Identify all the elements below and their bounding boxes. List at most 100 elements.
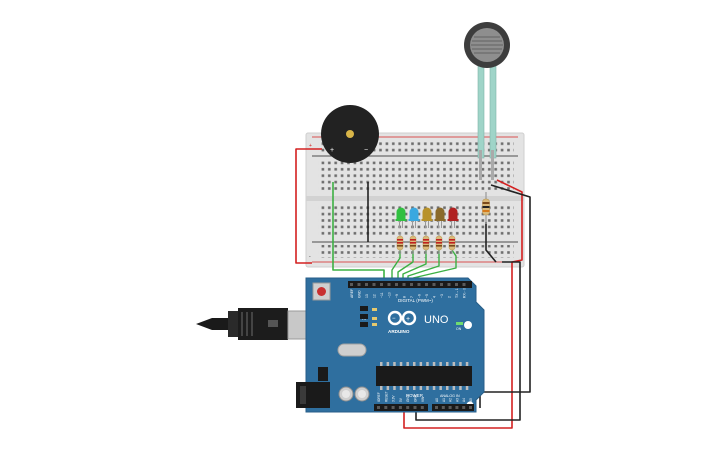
led-4[interactable] [434,207,446,229]
digital-pin-label: RX←0 [463,288,467,298]
digital-pin-hole[interactable] [447,283,451,286]
force-sensor[interactable] [464,22,510,180]
piezo-buzzer[interactable]: + − [321,105,379,163]
tx-led [372,317,377,320]
mount-hole [464,321,472,329]
led-resistor-4[interactable] [435,232,443,254]
digital-pin-hole[interactable] [350,283,353,286]
led-resistor-1[interactable] [396,232,404,254]
digital-pin-hole[interactable] [372,283,376,286]
digital-pin-hole[interactable] [417,283,421,286]
power-pin-label: 3.3V [392,395,396,402]
digital-pin-hole[interactable] [410,283,413,286]
digital-pin-label: TX→1 [455,288,459,298]
sensor-lead-left [477,61,485,159]
analog-label: ANALOG IN [440,394,460,398]
center-channel [306,196,524,201]
power-pin-hole[interactable] [391,406,395,409]
power-pin-hole[interactable] [377,406,380,409]
digital-pin-hole[interactable] [387,283,391,286]
sensor-resistor[interactable] [482,192,490,224]
analog-pin-hole[interactable] [448,406,452,409]
analog-pin-label: A5 [469,398,473,402]
voltage-regulator [318,367,328,381]
analog-pin-hole[interactable] [455,406,459,409]
analog-pin-hole[interactable] [441,406,445,409]
power-pin-hole[interactable] [398,406,402,409]
model-label: UNO [424,314,449,326]
usb-cable-end [196,318,232,330]
digital-pin-hole[interactable] [365,283,368,286]
usb-logo-icon [268,320,278,327]
digital-pin-label: 7 [410,296,414,298]
digital-pin-label: 2 [448,296,452,298]
analog-header[interactable] [432,404,474,411]
wire-black-gnd[interactable] [415,261,521,421]
power-pin-hole[interactable] [420,406,424,409]
sensor-lead-right [489,61,497,159]
analog-pin-label: A3 [455,398,459,402]
analog-pin-label: A0 [435,398,439,402]
power-pin-label: IOREF [377,392,381,402]
power-pin-hole[interactable] [384,406,388,409]
buzzer-minus-label: − [364,147,368,154]
analog-pin-hole[interactable] [462,406,466,409]
digital-pin-label: 8 [403,296,407,298]
led-resistor-5[interactable] [448,232,456,254]
wire-black-resistor[interactable] [485,222,497,263]
analog-pin-hole[interactable] [469,406,472,409]
power-pin-label: RESET [384,391,388,402]
digital-pin-hole[interactable] [455,283,458,286]
digital-pin-label: ~3 [440,294,444,298]
digital-pin-hole[interactable] [380,283,383,286]
digital-label: DIGITAL (PWM~) [398,298,433,303]
digital-pin-label: GND [358,290,362,298]
buzzer-plus-label: + [330,147,334,154]
led-3[interactable] [421,207,433,229]
digital-pin-label: 4 [433,296,437,298]
wire-black-right[interactable] [479,184,531,408]
digital-pin-hole[interactable] [432,283,436,286]
power-label: POWER [406,393,424,398]
svg-text:−: − [392,316,396,322]
digital-pin-hole[interactable] [395,283,398,286]
wire-red-buzzer[interactable] [295,148,322,264]
led-1[interactable] [395,207,407,229]
digital-pin-label: ~5 [425,294,429,298]
led-2[interactable] [408,207,420,229]
led-resistor-3[interactable] [422,232,430,254]
arduino-infinity-logo-icon [387,310,417,326]
led-resistor-2[interactable] [409,232,417,254]
on-led [456,322,463,325]
reset-button-cap[interactable] [317,287,326,296]
power-pin-hole[interactable] [406,406,410,409]
digital-pin-hole[interactable] [440,283,443,286]
power-pin-hole[interactable] [413,406,417,409]
power-pin-label: 5V [399,397,403,402]
wires [295,148,531,429]
digital-pin-hole[interactable] [402,283,406,286]
rail-minus-label: - [309,254,311,260]
digital-pin-hole[interactable] [357,283,361,286]
rx-led [372,323,377,326]
terminal-strip-top [318,160,514,192]
led-5[interactable] [447,207,459,229]
digital-pin-hole[interactable] [462,283,466,286]
analog-pin-hole[interactable] [435,406,438,409]
atmega-chip [376,366,472,386]
analog-pin-label: A1 [442,398,446,402]
led-array [395,207,459,254]
digital-pin-hole[interactable] [425,283,428,286]
analog-pin-label: A2 [449,398,453,402]
power-pin-label: VIN [421,396,425,402]
l-led [372,308,377,311]
digital-pin-label: 13 [365,294,369,298]
analog-pin-label: A4 [462,398,466,402]
brand-label: ARDUINO [388,329,410,334]
crystal [337,343,367,357]
digital-pin-label: ~6 [418,294,422,298]
digital-pin-label: ~11 [380,292,384,298]
wire-green-buzzer[interactable] [332,182,385,283]
